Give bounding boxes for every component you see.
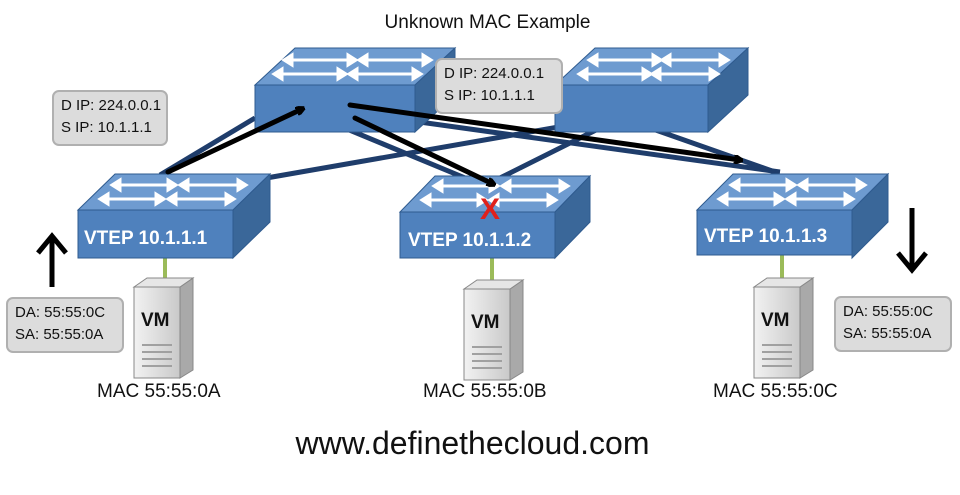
vm-label-3: VM bbox=[761, 310, 790, 331]
link-spine2-vtep1 bbox=[254, 122, 571, 183]
server-icon bbox=[463, 288, 511, 381]
arrow-down-icon bbox=[896, 208, 928, 274]
server-icon bbox=[753, 286, 801, 379]
mac-label-3: MAC 55:55:0C bbox=[713, 381, 838, 402]
link-spine2-vtep3 bbox=[649, 125, 776, 175]
server-icon bbox=[133, 286, 181, 379]
mac-label-1: MAC 55:55:0A bbox=[97, 381, 221, 402]
spine-switch-1 bbox=[253, 46, 457, 134]
vtep-switch-2 bbox=[398, 174, 592, 260]
link-spine1-vtep3 bbox=[404, 117, 781, 175]
arrow-spine-to-vtep2 bbox=[352, 115, 493, 184]
server-3 bbox=[752, 277, 815, 379]
server-2 bbox=[462, 279, 525, 381]
src-mac-label: SA: 55:55:0A bbox=[843, 325, 932, 342]
frame-header-callout-right: DA: 55:55:0C SA: 55:55:0A bbox=[834, 296, 952, 352]
frame-header-callout-left: DA: 55:55:0C SA: 55:55:0A bbox=[6, 297, 124, 353]
switch-icon bbox=[97, 177, 249, 207]
vtep-switch-1 bbox=[76, 172, 272, 260]
vm-label-2: VM bbox=[471, 312, 500, 333]
mac-label-2: MAC 55:55:0B bbox=[423, 381, 547, 402]
arrow-spine-to-vtep3 bbox=[347, 102, 740, 160]
outer-header-callout-right: D IP: 224.0.0.1 S IP: 10.1.1.1 bbox=[435, 58, 563, 114]
vtep-switch-3 bbox=[695, 172, 890, 260]
link-spine1-vtep1 bbox=[158, 115, 257, 178]
dest-mac-label: DA: 55:55:0C bbox=[843, 303, 934, 320]
switch-icon bbox=[271, 52, 434, 82]
arrow-up-icon bbox=[36, 232, 68, 287]
diagram-title: Unknown MAC Example bbox=[384, 12, 591, 33]
vtep-label-3: VTEP 10.1.1.3 bbox=[704, 226, 828, 247]
vtep-label-2: VTEP 10.1.1.2 bbox=[408, 230, 532, 251]
src-ip-label: S IP: 10.1.1.1 bbox=[444, 87, 535, 104]
vm-label-1: VM bbox=[141, 310, 170, 331]
dest-ip-label: D IP: 224.0.0.1 bbox=[444, 65, 545, 82]
switch-icon bbox=[576, 52, 731, 82]
dest-ip-label: D IP: 224.0.0.1 bbox=[61, 97, 162, 114]
spine-switch-2 bbox=[553, 46, 750, 134]
outer-header-callout-left: D IP: 224.0.0.1 S IP: 10.1.1.1 bbox=[52, 90, 168, 146]
arrow-vtep1-to-spine bbox=[165, 109, 302, 175]
vtep-label-1: VTEP 10.1.1.1 bbox=[84, 228, 208, 249]
drop-x-icon: X bbox=[480, 193, 501, 226]
src-ip-label: S IP: 10.1.1.1 bbox=[61, 119, 152, 136]
dest-mac-label: DA: 55:55:0C bbox=[15, 304, 106, 321]
footer-url: www.definethecloud.com bbox=[295, 425, 650, 461]
server-1 bbox=[132, 277, 195, 379]
flow-arrows bbox=[165, 102, 740, 184]
switch-icon bbox=[716, 177, 868, 207]
src-mac-label: SA: 55:55:0A bbox=[15, 326, 104, 343]
